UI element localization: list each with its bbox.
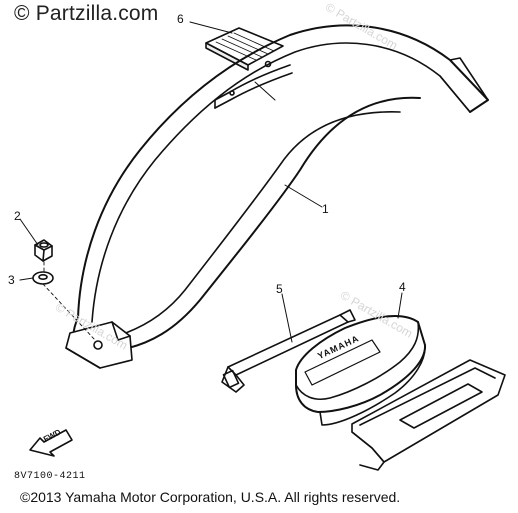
part-5-strap [221, 309, 356, 393]
diagram-code: 8V7100-4211 [14, 471, 86, 482]
part-1-fender [65, 24, 489, 369]
part-4-toolbag [295, 315, 427, 426]
leader-lines [19, 21, 403, 343]
callout-5: 5 [276, 282, 283, 296]
part-3-washer [32, 271, 54, 285]
callout-4: 4 [399, 280, 406, 294]
fwd-arrow-icon [29, 429, 73, 457]
callout-2: 2 [14, 209, 21, 223]
copyright-notice: ©2013 Yamaha Motor Corporation, U.S.A. A… [20, 489, 401, 505]
alignment-lines [42, 261, 96, 341]
callout-1: 1 [322, 202, 329, 216]
holder-bracket [351, 359, 506, 471]
part-6-pad [205, 27, 284, 71]
callout-3: 3 [8, 273, 15, 287]
part-2-nut [34, 239, 53, 262]
callout-6: 6 [177, 12, 184, 26]
partzilla-watermark: © Partzilla.com [14, 2, 159, 25]
